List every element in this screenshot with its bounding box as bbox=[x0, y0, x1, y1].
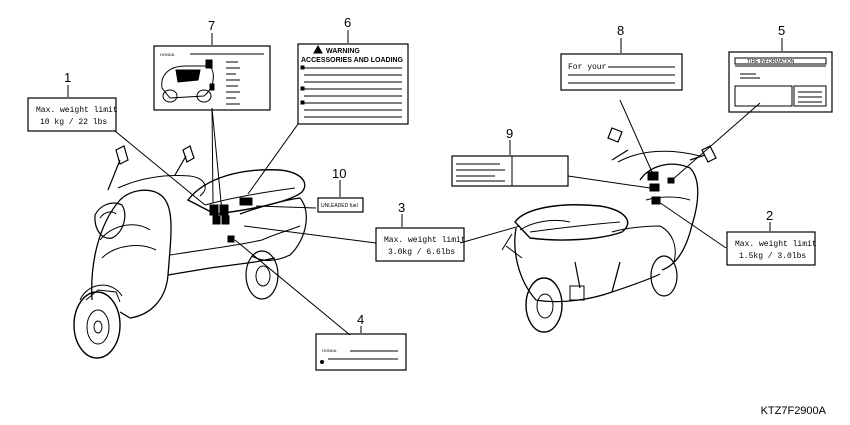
leader-lines-right bbox=[459, 99, 761, 249]
label-3-line2: 3.0kg / 6.6lbs bbox=[388, 248, 455, 257]
label-10-unleaded-fuel bbox=[317, 197, 364, 213]
label-7-honda-info bbox=[153, 45, 271, 111]
label-3-line1: Max. weight limit bbox=[384, 236, 466, 245]
leader-lines-left bbox=[114, 107, 377, 336]
label-6-warning-accessories bbox=[297, 43, 409, 125]
callout-3: 3 bbox=[398, 200, 405, 215]
callout-8: 8 bbox=[617, 23, 624, 38]
label-8-text: For your bbox=[568, 63, 607, 72]
label-1-line2: 10 kg / 22 lbs bbox=[40, 118, 107, 127]
label-2-line1: Max. weight limit bbox=[735, 240, 817, 249]
label-7-brand: HONDA bbox=[160, 52, 175, 57]
label-1-line1: Max. weight limit bbox=[36, 106, 118, 115]
label-6-accessories: ACCESSORIES AND LOADING bbox=[301, 57, 404, 64]
label-9-info-panel bbox=[451, 155, 569, 187]
label-2-line2: 1.5kg / 3.0lbs bbox=[739, 252, 806, 261]
callout-2: 2 bbox=[766, 208, 773, 223]
callout-5: 5 bbox=[778, 23, 785, 38]
label-4-brand: HONDA bbox=[322, 348, 337, 353]
callout-10: 10 bbox=[332, 166, 346, 181]
label-1-weight-limit bbox=[27, 97, 117, 132]
callout-7: 7 bbox=[208, 18, 215, 33]
label-8-for-your-safety bbox=[560, 53, 683, 91]
scooter-right bbox=[501, 127, 717, 333]
label-5-tire-information bbox=[728, 51, 833, 113]
label-10-text: UNLEADED fuel bbox=[321, 203, 358, 209]
scooter-left bbox=[73, 145, 307, 359]
callout-1: 1 bbox=[64, 70, 71, 85]
callout-4: 4 bbox=[357, 312, 364, 327]
label-3-weight-limit bbox=[375, 227, 465, 262]
label-2-weight-limit bbox=[726, 231, 816, 266]
callout-9: 9 bbox=[506, 126, 513, 141]
callout-6: 6 bbox=[344, 15, 351, 30]
label-5-title: TIRE INFORMATION bbox=[747, 59, 795, 65]
label-4-honda-label bbox=[315, 333, 407, 371]
diagram-code: KTZ7F2900A bbox=[760, 405, 826, 417]
label-6-warning: WARNING bbox=[326, 48, 360, 55]
